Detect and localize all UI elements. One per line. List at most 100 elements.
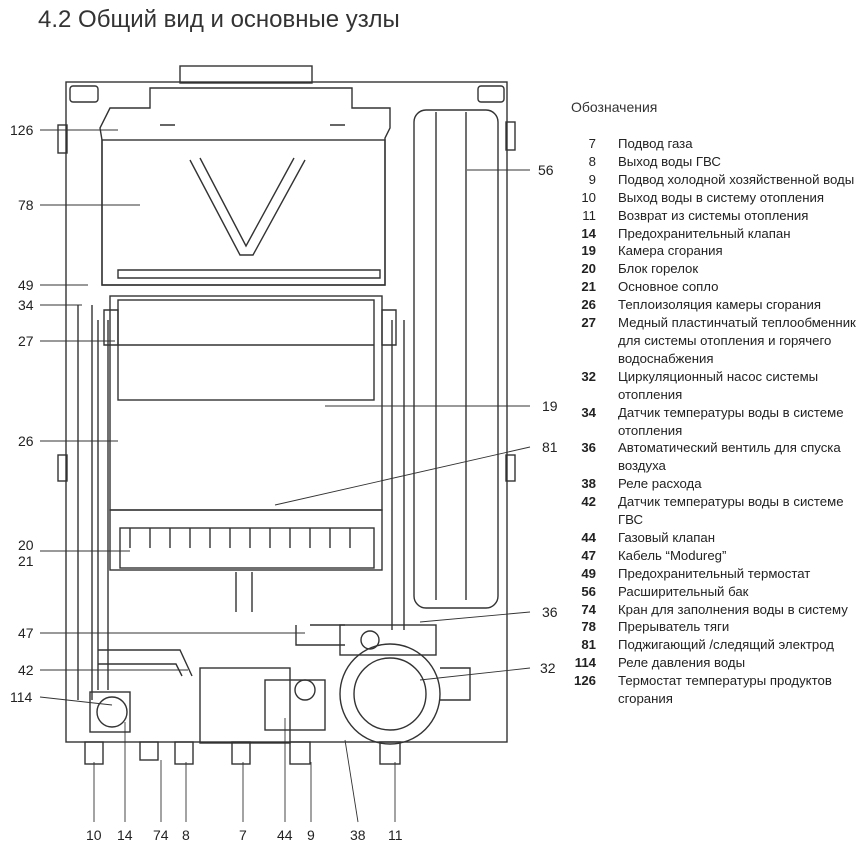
legend-item-text: Подвод холодной хозяйственной воды — [618, 171, 855, 187]
legend-item-text: Теплоизоляция камеры сгорания — [618, 297, 822, 313]
legend-item: 42 Датчик температуры воды в системе ГВС — [566, 493, 856, 529]
legend-item-number: 78 — [581, 619, 596, 635]
legend-item: 78 Прерыватель тяги — [566, 618, 856, 636]
combustion-chamber — [109, 295, 383, 511]
bottom-callout-11: 11 — [388, 827, 403, 843]
legend-item-number: 21 — [581, 279, 596, 295]
callout-21: 21 — [18, 553, 34, 569]
legend-item-text: Медный пластинчатый теплообменник для си… — [618, 315, 856, 366]
legend-item-number: 38 — [581, 476, 596, 492]
legend-item-number: 11 — [582, 207, 596, 223]
page-title: 4.2 Общий вид и основные узлы — [38, 6, 400, 33]
legend-item-text: Реле давления воды — [618, 655, 746, 671]
callout-78: 78 — [18, 197, 34, 213]
legend-item: 49 Предохранительный термостат — [566, 565, 856, 583]
legend-item-number: 26 — [581, 297, 596, 313]
legend-item-text: Выход воды ГВС — [618, 153, 721, 169]
pump — [339, 643, 441, 745]
legend-item-text: Датчик температуры воды в системе ГВС — [618, 494, 844, 528]
legend-item-text: Кабель “Modureg” — [618, 547, 727, 563]
legend-item: 56 Расширительный бак — [566, 583, 856, 601]
legend-item-number: 49 — [581, 565, 596, 581]
legend-item-number: 36 — [581, 440, 596, 456]
callout-126: 126 — [10, 122, 34, 138]
callout-26: 26 — [18, 433, 34, 449]
legend-item-number: 9 — [588, 171, 596, 187]
legend-item-text: Камера сгорания — [618, 243, 723, 259]
legend-item-text: Циркуляционный насос системы отопления — [618, 368, 819, 402]
legend-item-number: 27 — [581, 315, 596, 331]
legend-item: 8 Выход воды ГВС — [566, 153, 856, 171]
legend-item-text: Автоматический вентиль для спуска воздух… — [618, 440, 841, 474]
legend-item-number: 34 — [581, 404, 596, 420]
legend-item-number: 44 — [581, 529, 596, 545]
bottom-callout-44: 44 — [277, 827, 293, 843]
legend-item-text: Основное сопло — [618, 279, 719, 295]
legend-item: 114 Реле давления воды — [566, 654, 856, 672]
legend-item-number: 81 — [581, 637, 596, 653]
callout-56: 56 — [538, 162, 554, 178]
callout-20: 20 — [18, 537, 34, 553]
callout-49: 49 — [18, 277, 34, 293]
legend-item: 47 Кабель “Modureg” — [566, 547, 856, 565]
bottom-callout-8: 8 — [182, 827, 190, 843]
legend-item: 14 Предохранительный клапан — [566, 225, 856, 243]
callout-114: 114 — [10, 689, 33, 705]
legend-item-text: Газовый клапан — [618, 529, 716, 545]
legend-item-text: Поджигающий /следящий электрод — [618, 637, 834, 653]
legend-item: 126 Термостат температуры продуктов сгора… — [566, 672, 856, 708]
legend-item-text: Предохранительный термостат — [618, 565, 811, 581]
legend-item-text: Подвод газа — [618, 136, 693, 151]
callout-81: 81 — [542, 439, 558, 455]
legend-item-number: 7 — [588, 136, 596, 151]
legend-item-number: 19 — [581, 243, 596, 259]
expansion-tank — [413, 109, 499, 609]
legend-item-number: 126 — [573, 673, 596, 689]
legend: 7 Подвод газа 8 Выход воды ГВС 9 Подвод холод… — [566, 135, 856, 708]
bottom-callout-9: 9 — [307, 827, 315, 843]
legend-item-number: 14 — [581, 225, 596, 241]
legend-item: 44 Газовый клапан — [566, 529, 856, 547]
bottom-callout-7: 7 — [239, 827, 247, 843]
bottom-callout-74: 74 — [153, 827, 169, 843]
legend-item: 7 Подвод газа — [566, 135, 856, 153]
legend-item-text: Термостат температуры продуктов сгорания — [618, 673, 832, 707]
legend-item-number: 74 — [581, 601, 596, 617]
callout-34: 34 — [18, 297, 34, 313]
callout-27: 27 — [18, 333, 34, 349]
legend-item: 26 Теплоизоляция камеры сгорания — [566, 296, 856, 314]
legend-item-text: Датчик температуры воды в системе отопле… — [618, 404, 844, 438]
legend-item-text: Прерыватель тяги — [618, 619, 730, 635]
legend-item-number: 42 — [581, 494, 596, 510]
legend-item-text: Возврат из системы отопления — [618, 207, 809, 223]
legend-item: 19 Камера сгорания — [566, 242, 856, 260]
legend-item: 9 Подвод холодной хозяйственной воды — [566, 171, 856, 189]
legend-item: 81 Поджигающий /следящий электрод — [566, 636, 856, 654]
legend-item: 27 Медный пластинчатый теплообменник для … — [566, 314, 856, 368]
legend-item-number: 114 — [574, 655, 596, 671]
legend-item-number: 10 — [581, 189, 596, 205]
legend-item-text: Расширительный бак — [618, 583, 749, 599]
legend-item-number: 56 — [581, 583, 596, 599]
legend-item: 36 Автоматический вентиль для спуска возд… — [566, 439, 856, 475]
callout-32: 32 — [540, 660, 556, 676]
callout-42: 42 — [18, 662, 34, 678]
boiler-casing — [65, 81, 508, 743]
legend-title: Обозначения — [571, 99, 658, 115]
bottom-callout-38: 38 — [350, 827, 366, 843]
legend-item-text: Предохранительный клапан — [618, 225, 791, 241]
callout-47: 47 — [18, 625, 34, 641]
callout-19: 19 — [542, 398, 558, 414]
legend-item-number: 20 — [581, 261, 596, 277]
burner-block — [109, 509, 383, 571]
bottom-callout-10: 10 — [86, 827, 102, 843]
legend-item-number: 47 — [581, 547, 596, 563]
bottom-callout-14: 14 — [117, 827, 133, 843]
legend-item-number: 32 — [581, 368, 596, 384]
legend-item-text: Блок горелок — [618, 261, 699, 277]
legend-item-number: 8 — [588, 153, 596, 169]
